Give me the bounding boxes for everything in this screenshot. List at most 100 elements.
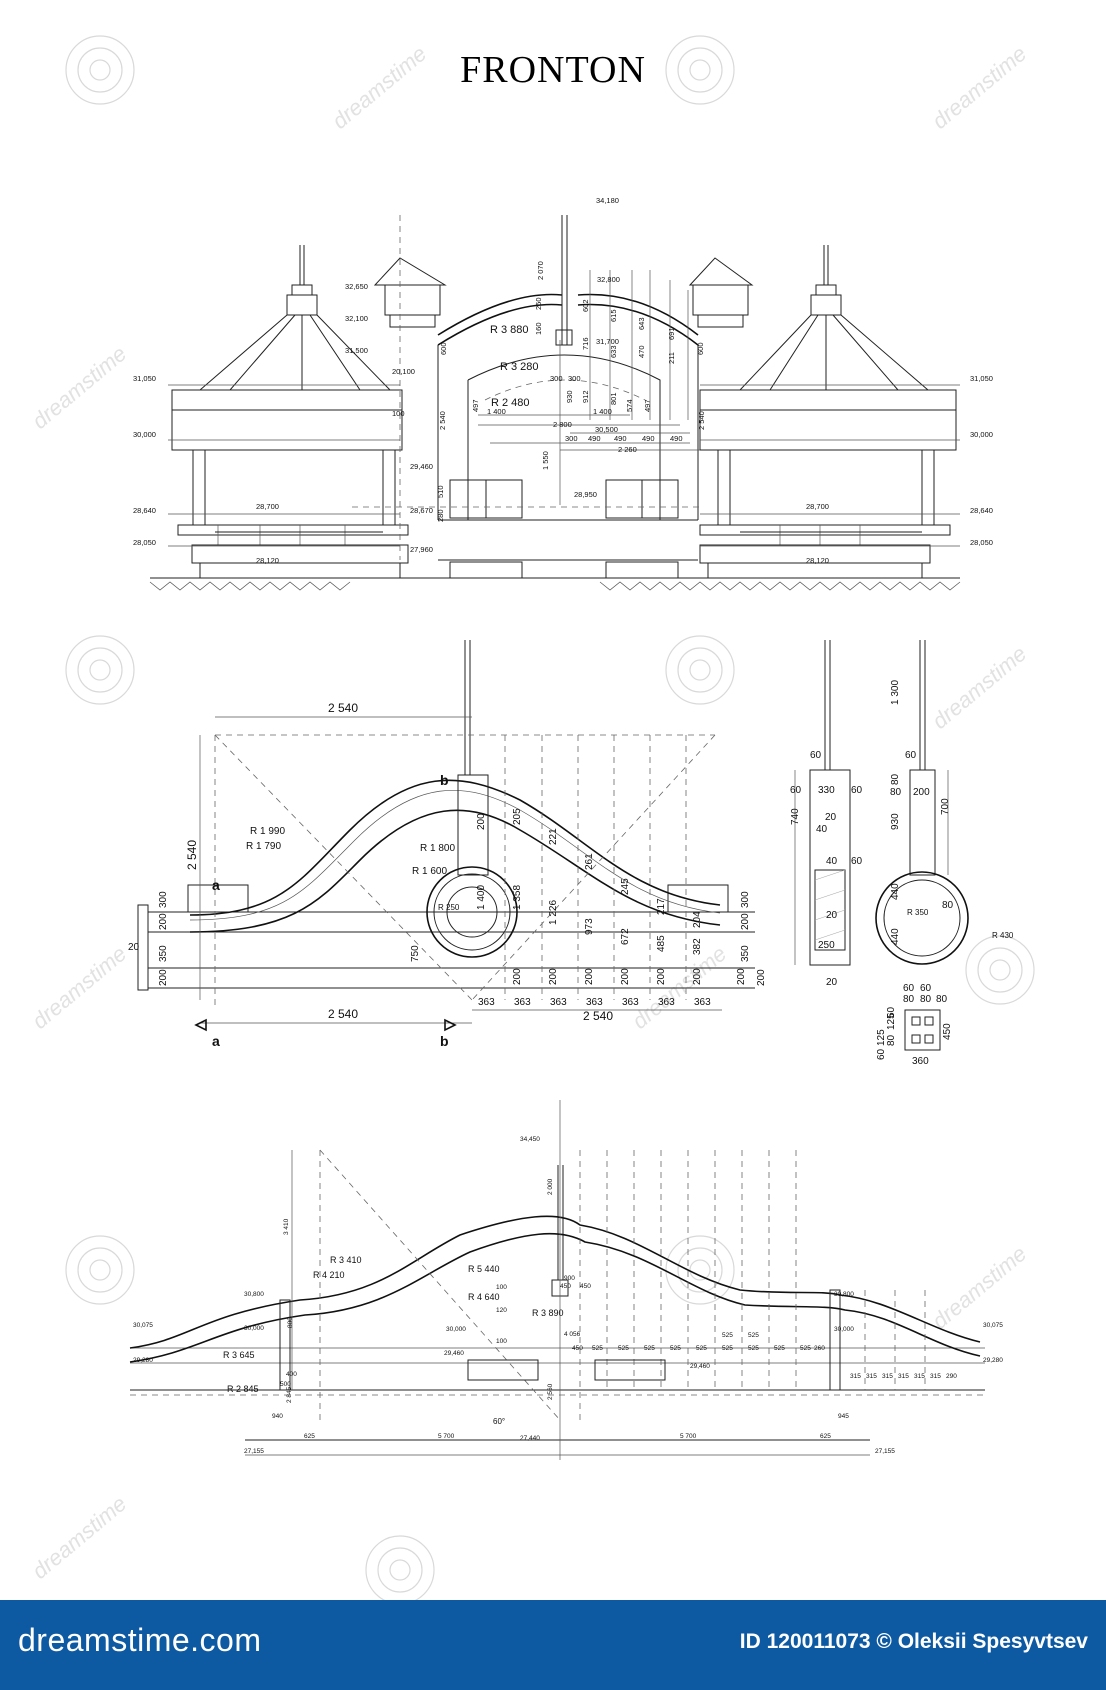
dim-label: 497	[471, 399, 480, 412]
dim-label: 500	[280, 1381, 291, 1388]
dim-label: 205	[512, 808, 523, 825]
dim-label: 490	[642, 434, 655, 443]
dim-label: 363	[658, 997, 675, 1008]
watermark-layer: dreamstime dreamstime dreamstime dreamst…	[27, 35, 1035, 1600]
level-label: 30,075	[983, 1322, 1003, 1329]
radius-label: R 4 210	[313, 1270, 345, 1280]
dim-label: 40	[826, 856, 838, 867]
dim-label: 740	[790, 808, 801, 825]
dim-label: 217	[656, 898, 667, 915]
watermark-text: dreamstime	[927, 41, 1031, 134]
dim-label: 1 300	[890, 680, 901, 705]
dim-label: 625	[304, 1433, 315, 1440]
left-turret	[373, 257, 447, 328]
dim-label: 2 070	[536, 261, 545, 280]
dim-label: 200	[476, 813, 487, 830]
level-label: 27,155	[875, 1448, 895, 1455]
footer-bar: dreamstime.com ID 120011073 © Oleksii Sp…	[0, 1600, 1106, 1690]
dim-label: 200	[548, 968, 559, 985]
dim-label: 80	[903, 994, 915, 1005]
dim-label: 382	[692, 938, 703, 955]
dim-label: 2 540	[185, 840, 199, 870]
dim-label: 250	[534, 297, 543, 310]
dim-label: 450	[580, 1283, 591, 1290]
dim-label: 120	[496, 1307, 507, 1314]
dim-label: 80	[890, 787, 902, 798]
level-label: 30,000	[834, 1326, 854, 1333]
dim-label: 363	[514, 997, 531, 1008]
level-label: 30,075	[133, 1322, 153, 1329]
dim-label: 160	[534, 322, 543, 335]
radius-label: R 1 800	[420, 843, 455, 854]
dim-label: 490	[614, 434, 627, 443]
dim-label: 290	[946, 1373, 957, 1380]
dim-label: 315	[866, 1373, 877, 1380]
radius-label: R 3 410	[330, 1255, 362, 1265]
section-mark: a	[212, 877, 220, 893]
dim-label: 400	[286, 1371, 297, 1378]
dim-label: 615	[609, 309, 618, 322]
watermark-text: dreamstime	[327, 41, 431, 134]
watermark-text: dreamstime	[27, 1491, 131, 1584]
level-label: 28,670	[410, 506, 433, 515]
dim-label: 2 540	[438, 411, 447, 430]
dim-label: 2 540	[697, 411, 706, 430]
radius-label: R 1 790	[246, 841, 281, 852]
radius-label: R 2 845	[227, 1384, 259, 1394]
footer-brand[interactable]: dreamstime.com	[18, 1622, 262, 1658]
dim-label: 280	[436, 509, 445, 522]
dim-label: 525	[618, 1345, 629, 1352]
level-label: 31,050	[133, 374, 156, 383]
dim-label: 2 540	[328, 701, 358, 715]
radius-label: R 5 440	[468, 1264, 500, 1274]
elevation-dimensions	[168, 270, 960, 547]
right-pavilion	[699, 245, 957, 579]
dim-label: 2 800	[553, 420, 572, 429]
dim-label: 204	[692, 911, 703, 928]
dim-label: 80	[920, 994, 932, 1005]
dim-label: 497	[643, 399, 652, 412]
dim-label: 2 000	[547, 1178, 554, 1195]
plan-detail	[904, 1009, 941, 1051]
level-label: 31,500	[345, 346, 368, 355]
dim-label: 672	[620, 928, 631, 945]
level-label: 30,000	[133, 430, 156, 439]
dim-label: 450	[560, 1283, 571, 1290]
dim-label: 300	[158, 891, 169, 908]
dim-label: 100	[496, 1338, 507, 1345]
radius-label: R 350	[907, 908, 929, 917]
radius-label: R 3 880	[490, 324, 529, 336]
dim-label: 525	[722, 1332, 733, 1339]
dim-label: 973	[584, 918, 595, 935]
watermark-text: dreamstime	[927, 1241, 1031, 1334]
dim-label: 633	[609, 345, 618, 358]
radius-label: R 3 890	[532, 1308, 564, 1318]
dim-label: 200	[584, 968, 595, 985]
dim-label: 125	[886, 1013, 897, 1030]
dim-label: 700	[940, 798, 951, 815]
dim-label: 200	[692, 968, 703, 985]
dim-label: 125	[876, 1029, 887, 1046]
dim-label: 350	[740, 945, 751, 962]
dim-label: 60	[886, 1006, 897, 1018]
dim-label: 360	[912, 1056, 929, 1067]
dim-label: 20,100	[392, 367, 415, 376]
dim-label: 1 400	[487, 407, 506, 416]
dim-label: 525	[748, 1332, 759, 1339]
dim-label: 470	[637, 345, 646, 358]
dim-label: 20	[826, 910, 838, 921]
dim-label: 5 700	[438, 1433, 455, 1440]
dim-label: 363	[478, 997, 495, 1008]
dim-label: 200	[656, 968, 667, 985]
dim-label: 261	[584, 853, 595, 870]
right-turret	[688, 257, 754, 328]
dim-label: 330	[818, 785, 835, 796]
level-label: 28,640	[133, 506, 156, 515]
level-label: 32,650	[345, 282, 368, 291]
dim-label: 363	[694, 997, 711, 1008]
radius-label: R 4 640	[468, 1292, 500, 1302]
level-label: 32,800	[597, 275, 620, 284]
radius-label: R 2 480	[491, 397, 530, 409]
dim-label: 510	[436, 485, 445, 498]
dim-label: 200	[158, 969, 169, 986]
